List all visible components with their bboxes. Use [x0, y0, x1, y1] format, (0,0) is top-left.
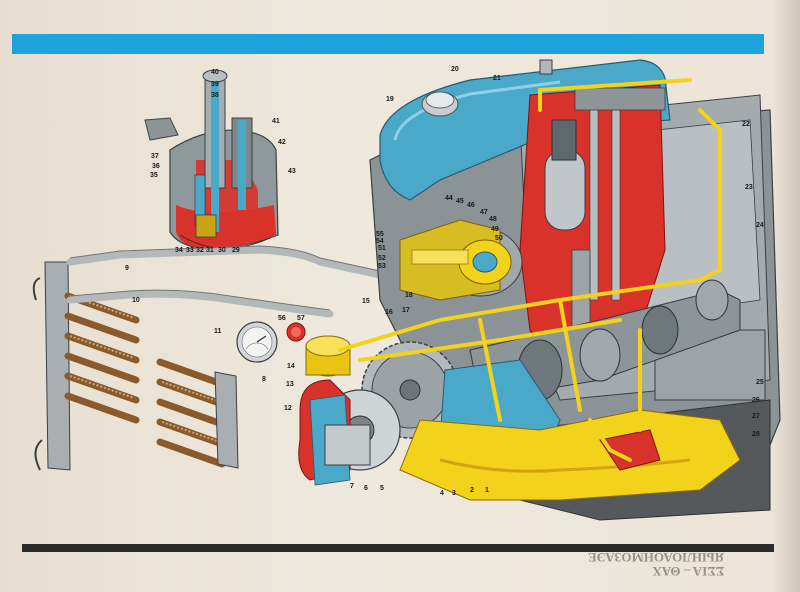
callout-number: 49	[491, 226, 499, 233]
callout-number: 55	[376, 231, 384, 238]
callout-number: 28	[752, 431, 760, 438]
callout-number: 45	[456, 198, 464, 205]
callout-number: 18	[405, 292, 413, 299]
callout-number: 30	[218, 247, 226, 254]
callout-number: 51	[378, 245, 386, 252]
oil-galleries	[338, 78, 722, 462]
callout-number: 42	[278, 139, 286, 146]
callout-number: 38	[211, 92, 219, 99]
callout-number: 37	[151, 153, 159, 160]
callout-number: 7	[350, 483, 354, 490]
callout-number: 8	[262, 376, 266, 383]
cooler-oil-lines	[66, 246, 504, 318]
callout-number: 27	[752, 413, 760, 420]
cooler-line-outlines	[69, 245, 501, 311]
callout-number: 52	[378, 255, 386, 262]
callout-number: 2	[470, 487, 474, 494]
callout-number: 6	[364, 485, 368, 492]
callout-number: 19	[386, 96, 394, 103]
callout-number: 31	[206, 247, 214, 254]
callout-number: 44	[445, 195, 453, 202]
oil-cooler	[32, 261, 239, 471]
callout-number: 53	[378, 263, 386, 270]
callout-number: 13	[286, 381, 294, 388]
callout-number: 23	[745, 184, 753, 191]
callout-number: 20	[451, 66, 459, 73]
callout-number: 26	[752, 397, 760, 404]
callout-number: 16	[385, 309, 393, 316]
callout-number: 39	[211, 81, 219, 88]
callout-number: 46	[467, 202, 475, 209]
callout-number: 50	[495, 235, 503, 242]
callout-number: 33	[186, 247, 194, 254]
callout-number: 34	[175, 247, 183, 254]
callout-number: 14	[287, 363, 295, 370]
oil-sump	[399, 409, 741, 501]
callout-number: 3	[452, 490, 456, 497]
callout-number: 12	[284, 405, 292, 412]
oil-pressure-gauge	[236, 321, 278, 363]
callout-number: 56	[278, 315, 286, 322]
callout-number: 36	[152, 163, 160, 170]
callout-number: 47	[480, 209, 488, 216]
top-color-band	[12, 34, 764, 54]
callout-number: 22	[742, 121, 750, 128]
bottom-dark-band	[22, 544, 774, 552]
callout-number: 41	[272, 118, 280, 125]
callout-number: 32	[196, 247, 204, 254]
page-edge-shadow	[772, 0, 800, 592]
callout-number: 40	[211, 69, 219, 76]
callout-number: 10	[132, 297, 140, 304]
callout-number: 25	[756, 379, 764, 386]
callout-number: 48	[489, 216, 497, 223]
callout-number: 24	[756, 222, 764, 229]
centrifuge-filter	[399, 219, 523, 301]
callout-number: 11	[214, 328, 222, 335]
callout-number: 15	[362, 298, 370, 305]
callout-number: 29	[232, 247, 240, 254]
callout-number: 43	[288, 168, 296, 175]
timing-gears	[298, 341, 561, 486]
callout-number: 17	[402, 307, 410, 314]
callout-number: 21	[493, 75, 501, 82]
callout-number: 54	[376, 238, 384, 245]
callout-number: 4	[440, 490, 444, 497]
callout-number: 5	[380, 485, 384, 492]
oil-pump-inset	[144, 69, 279, 249]
callout-number: 1	[485, 487, 489, 494]
callout-number: 57	[297, 315, 305, 322]
callout-number: 9	[125, 265, 129, 272]
callout-number: 35	[150, 172, 158, 179]
